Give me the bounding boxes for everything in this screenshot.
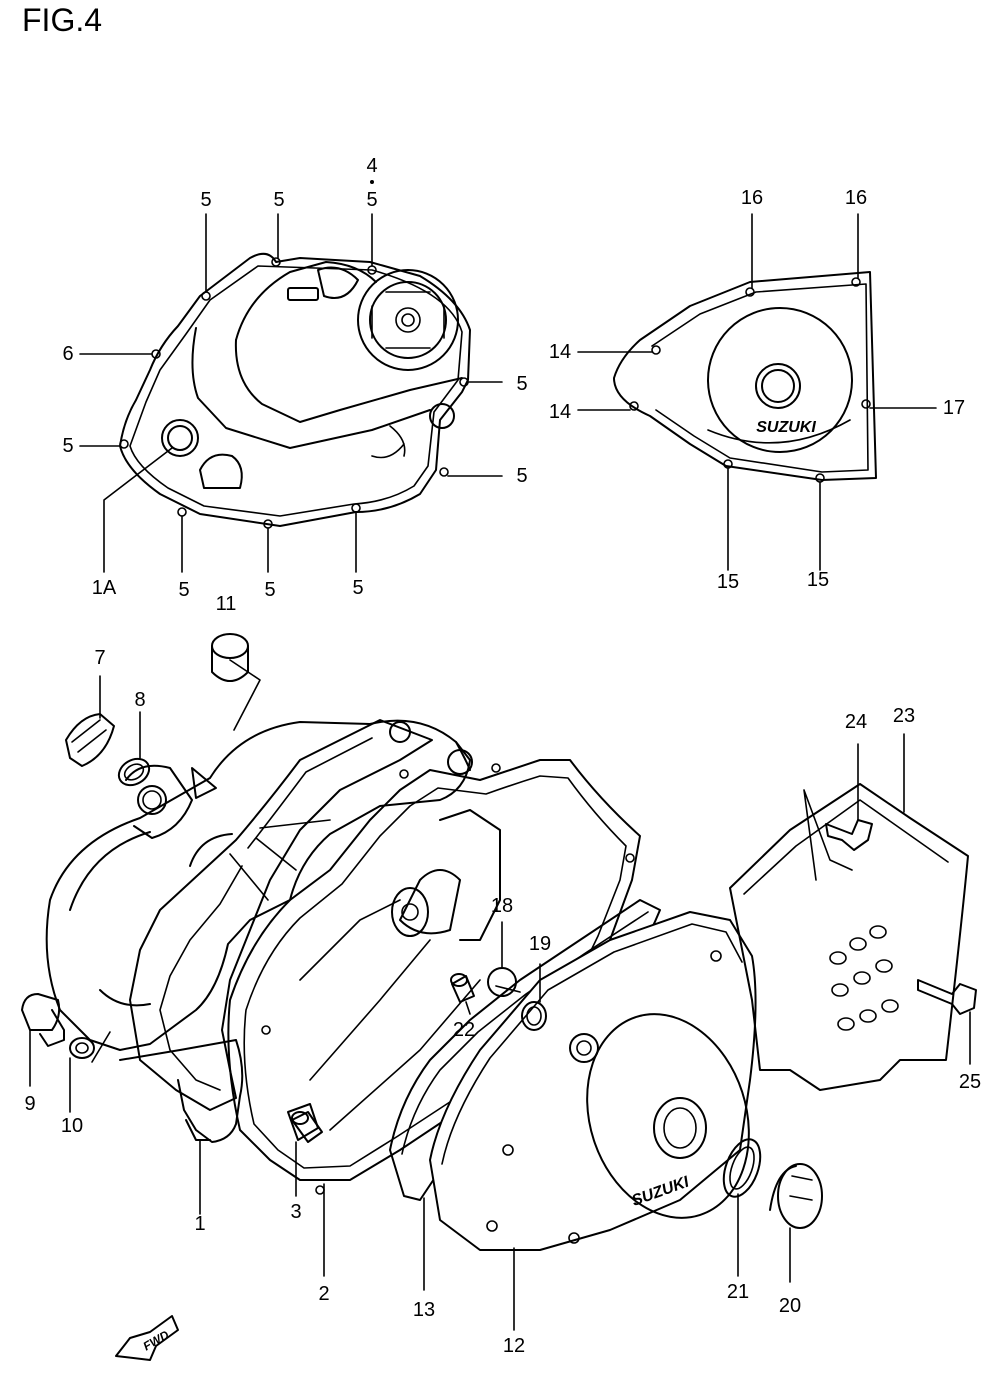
callout-5: 5: [352, 577, 364, 599]
callout-14: 14: [548, 401, 572, 423]
generator-cover-gasket-top: SUZUKI: [613, 271, 877, 483]
leader-lines-bottom: [29, 659, 971, 1331]
crankcase-inner-gasket: [227, 759, 641, 1195]
callout-20: 20: [778, 1295, 802, 1317]
small-parts: [21, 633, 977, 1229]
callout-5: 5: [200, 189, 212, 211]
callout-5: 5: [62, 435, 74, 457]
clutch-outer-cover-12: SUZUKI: [429, 911, 757, 1251]
callout-16: 16: [844, 187, 868, 209]
sprocket-cover-23: [729, 783, 969, 1091]
callout-15: 15: [716, 571, 740, 593]
callout-5: 5: [273, 189, 285, 211]
leader-lines-top-right: [577, 213, 937, 571]
callout-5: 5: [516, 465, 528, 487]
leader-lines-top-left: [79, 180, 503, 573]
callout-25: 25: [958, 1071, 982, 1093]
crankcase-left-cover: [45, 719, 473, 1143]
callout-21: 21: [726, 1281, 750, 1303]
crankcase-cover-gasket: [129, 719, 433, 1111]
callout-8: 8: [134, 689, 146, 711]
callout-5: 5: [366, 189, 378, 211]
callout-1a: 1A: [91, 577, 117, 599]
callout-5: 5: [516, 373, 528, 395]
callout-15: 15: [806, 569, 830, 591]
callout-5: 5: [178, 579, 190, 601]
callout-22: 22: [452, 1019, 476, 1041]
callout-13: 13: [412, 1299, 436, 1321]
callout-11: 11: [215, 593, 237, 615]
callout-9: 9: [24, 1093, 36, 1115]
callout-23: 23: [892, 705, 916, 727]
callout-24: 24: [844, 711, 868, 733]
callout-1: 1: [194, 1213, 206, 1235]
suzuki-logo-top: SUZUKI: [756, 419, 816, 436]
callout-4: 4: [366, 155, 378, 177]
callout-17: 17: [942, 397, 966, 419]
callout-5: 5: [264, 579, 276, 601]
callout-3: 3: [290, 1201, 302, 1223]
fwd-arrow-marker: FWD: [115, 1315, 179, 1361]
callout-10: 10: [60, 1115, 84, 1137]
callout-14: 14: [548, 341, 572, 363]
figure-title: FIG.4: [22, 2, 103, 38]
callout-2: 2: [318, 1283, 330, 1305]
callout-7: 7: [94, 647, 106, 669]
clutch-cover-gasket-top: [119, 252, 471, 529]
callout-18: 18: [490, 895, 514, 917]
callout-12: 12: [502, 1335, 526, 1357]
callout-19: 19: [528, 933, 552, 955]
callout-6: 6: [62, 343, 74, 365]
callout-16: 16: [740, 187, 764, 209]
